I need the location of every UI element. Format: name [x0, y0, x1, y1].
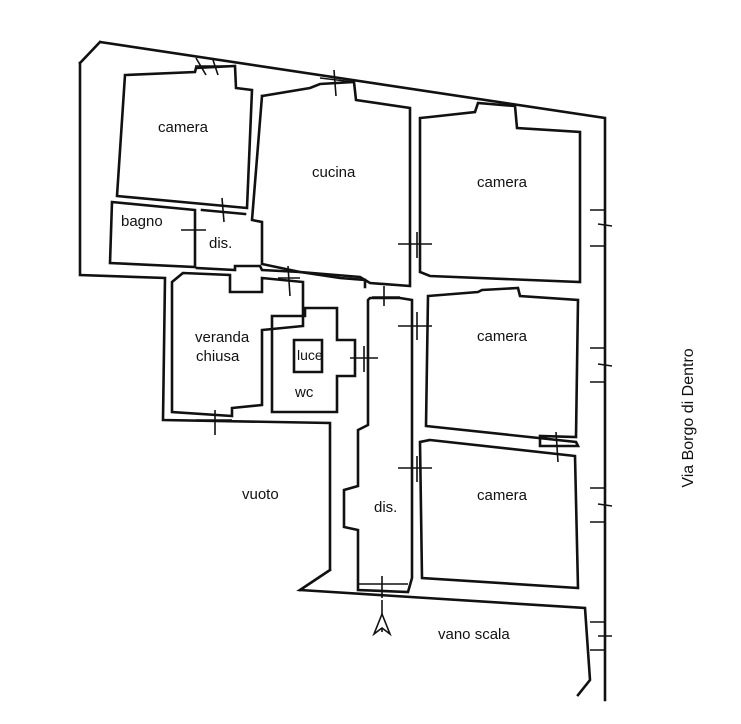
room-label-luce: luce [297, 347, 323, 363]
room-label-bagno: bagno [121, 213, 163, 230]
wall-wc [270, 306, 357, 414]
room-label-camera-right-1: camera [477, 174, 528, 191]
room-label-camera-top-left: camera [158, 119, 209, 136]
room-label-vuoto: vuoto [242, 486, 279, 503]
room-label-veranda: veranda [195, 329, 250, 346]
room-label-chiusa: chiusa [196, 348, 240, 365]
openings [181, 57, 613, 651]
room-label-dis-top: dis. [209, 235, 233, 252]
wall-corridor [342, 296, 414, 594]
room-label-camera-right-2: camera [477, 328, 528, 345]
room-label-dis-corridor: dis. [374, 499, 398, 516]
room-label-wc: wc [295, 384, 314, 401]
street-label: Via Borgo di Dentro [680, 348, 697, 488]
wall-camera-right-3 [418, 438, 580, 590]
room-label-cucina: cucina [312, 164, 356, 181]
room-label-camera-right-3: camera [477, 487, 528, 504]
entrance-arrow-icon [372, 600, 392, 637]
wall-camera-top-left [115, 64, 254, 210]
wall-veranda [170, 271, 305, 418]
wall-bagno [108, 200, 197, 269]
wall-camera-right-1 [418, 101, 582, 284]
wall-luce [292, 338, 324, 374]
wall-cucina [250, 80, 412, 288]
wall-camera-right-2 [424, 286, 581, 448]
outer-wall [78, 40, 607, 702]
room-label-vano-scala: vano scala [438, 626, 510, 643]
